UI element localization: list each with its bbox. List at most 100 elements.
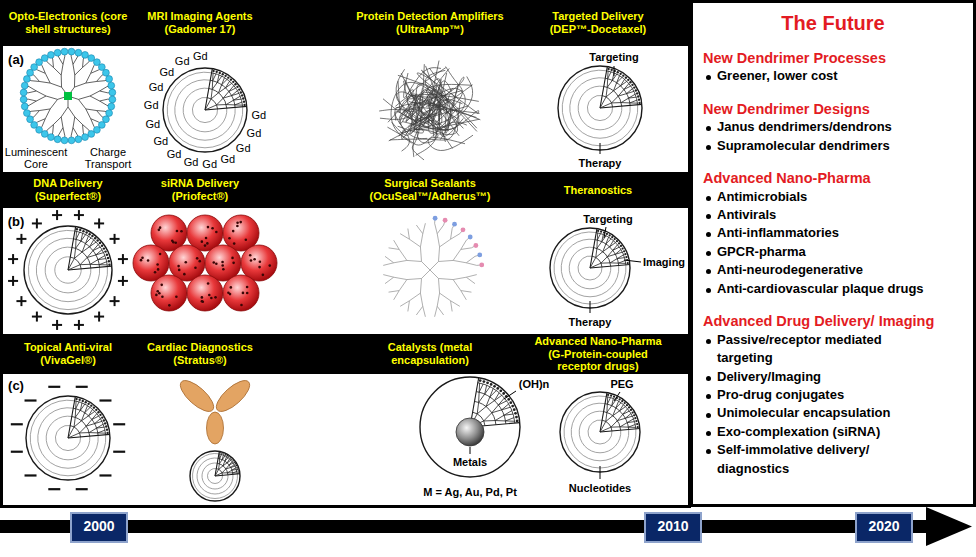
branch-line — [485, 387, 490, 394]
branch-line — [234, 99, 242, 101]
minus-symbol — [99, 474, 111, 476]
surface-group — [232, 81, 234, 83]
branch-line — [99, 262, 107, 265]
surface-group — [103, 247, 105, 249]
surface-group — [499, 389, 502, 392]
branch-line — [29, 101, 36, 105]
bullet-item: Delivery/Imaging — [703, 368, 935, 386]
branch-line — [226, 104, 235, 105]
branch-line — [400, 234, 409, 240]
branch-line — [222, 469, 226, 473]
wedge-edge — [600, 393, 607, 432]
branch-line — [220, 454, 222, 458]
end-group-dot — [108, 103, 115, 110]
branch-line — [484, 413, 492, 421]
branch-line — [81, 235, 86, 242]
branch-line — [47, 125, 53, 131]
branch-line — [607, 406, 612, 413]
surface-group — [486, 381, 489, 384]
branch-line — [213, 74, 216, 81]
branch-line — [78, 96, 90, 99]
generation-shell — [183, 88, 227, 132]
surface-group — [502, 392, 505, 395]
end-group-dot — [61, 137, 68, 144]
surface-group — [619, 73, 621, 75]
branch-line — [495, 420, 505, 421]
branch-line — [86, 109, 91, 119]
surface-group — [237, 470, 239, 472]
dendrimer-icon — [26, 396, 110, 480]
surface-group — [636, 92, 638, 94]
branch-line — [85, 238, 91, 244]
surface-group — [490, 383, 493, 386]
branch-line — [451, 234, 460, 240]
wedge-edge — [68, 227, 76, 270]
surface-group — [507, 398, 510, 401]
branch-line — [222, 79, 227, 84]
branch-line — [92, 416, 99, 419]
minus-symbol — [113, 451, 125, 453]
branch-line — [451, 301, 453, 312]
surface-group — [620, 245, 622, 247]
year-box: 2010 — [644, 512, 702, 543]
plus-symbol — [78, 320, 80, 330]
surface-group — [238, 472, 240, 474]
sirna-dot — [236, 221, 239, 224]
sirna-dot — [147, 259, 150, 262]
surface-group — [616, 240, 618, 242]
branch-line — [222, 456, 225, 460]
sirna-dot — [210, 297, 213, 300]
end-group-dot — [452, 222, 457, 227]
plus-symbol — [122, 276, 124, 286]
leader-lines — [470, 66, 641, 479]
header-band: Opto-Electronics (core shell structures)… — [0, 0, 690, 46]
branch-line — [409, 239, 420, 247]
branch-line — [73, 128, 77, 135]
wedge-edge — [590, 229, 597, 268]
branch-line — [83, 125, 89, 131]
branch-line — [82, 247, 89, 252]
branch-line — [394, 277, 407, 279]
sirna-dot — [155, 294, 158, 297]
branch-line — [80, 257, 87, 264]
branch-line — [618, 260, 625, 263]
branch-line — [80, 432, 90, 433]
sirna-dot — [232, 262, 235, 265]
dendrimer-icon — [420, 377, 520, 477]
branch-line — [87, 255, 96, 258]
surface-group — [234, 461, 236, 463]
branch-line — [504, 414, 513, 415]
sirna-dot — [246, 286, 249, 289]
leader-line — [590, 301, 591, 313]
timeline-arrowhead — [926, 507, 972, 546]
branch-line — [613, 247, 620, 250]
branch-line — [85, 407, 90, 412]
branch-line — [394, 240, 400, 249]
surface-group — [516, 420, 519, 423]
surface-group — [85, 401, 87, 403]
sirna-dot — [239, 221, 242, 224]
sirna-dot — [233, 242, 236, 245]
end-group-dot — [106, 110, 113, 117]
branch-line — [71, 128, 73, 136]
surface-group — [231, 458, 233, 460]
plus-symbol — [78, 210, 80, 220]
bullet-item: Supramolecular dendrimers — [703, 137, 935, 155]
panel-letter: (b) — [8, 215, 25, 229]
branch-line — [502, 407, 511, 410]
application-title: Cardiac Diagnostics (Stratus®) — [143, 341, 257, 366]
surface-group — [222, 73, 224, 75]
surface-group — [107, 257, 109, 259]
polymer-strand — [400, 90, 463, 151]
branch-line — [617, 255, 623, 259]
branch-line — [490, 390, 496, 396]
surface-group — [509, 401, 512, 404]
surface-group — [617, 71, 619, 73]
bullet-item: Anti-neurodegenerative — [703, 261, 935, 279]
surface-group — [515, 416, 518, 419]
sirna-dot — [196, 257, 199, 260]
end-group-dot — [75, 49, 82, 56]
end-group-dot — [20, 89, 27, 96]
branch-line — [420, 247, 421, 262]
surface-group — [88, 233, 90, 235]
